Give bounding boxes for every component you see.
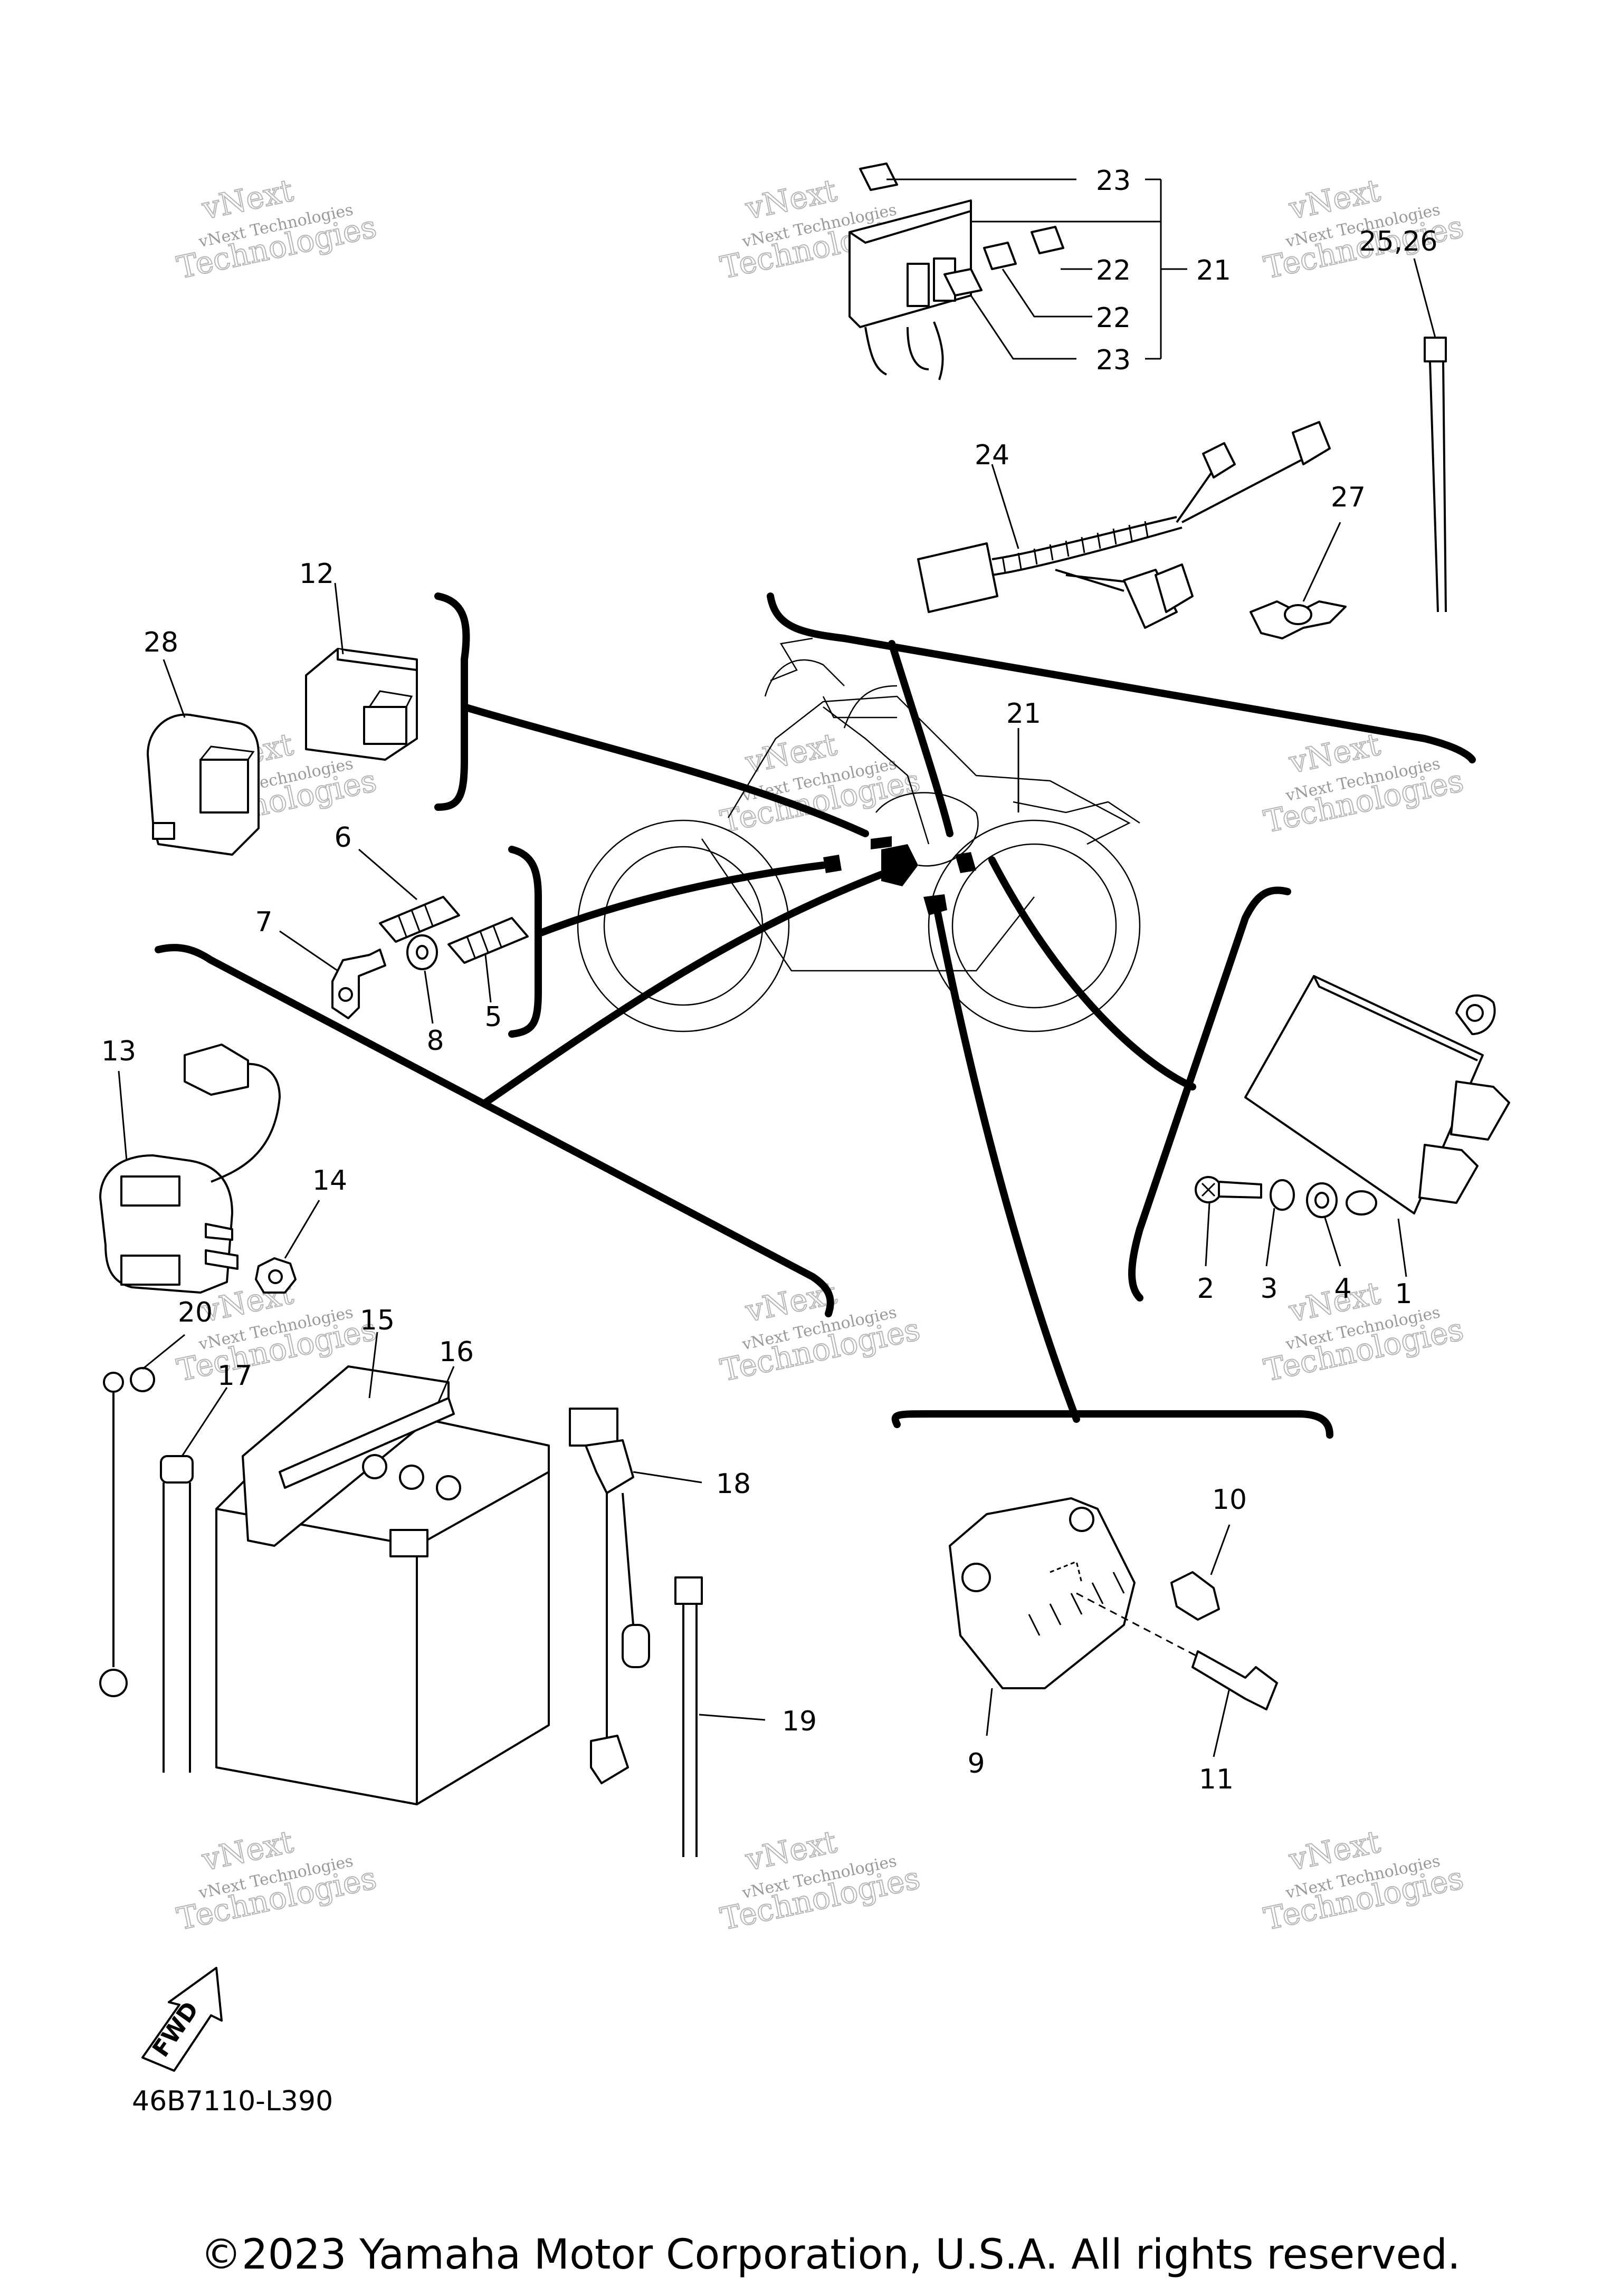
callout-22-lower: 22: [1096, 302, 1131, 334]
watermark: vNext vNext Technologies Technologies: [174, 1823, 380, 1937]
relay-28: [147, 659, 260, 856]
callout-5: 5: [484, 1001, 502, 1033]
bracket-7: [279, 930, 386, 1019]
callout-10: 10: [1212, 1484, 1247, 1516]
battery-15: [215, 1332, 550, 1805]
washer-3: [1265, 1179, 1295, 1267]
callout-20: 20: [178, 1297, 213, 1328]
callout-14: 14: [312, 1165, 347, 1197]
callout-23-lower: 23: [1096, 345, 1131, 376]
callout-24: 24: [975, 439, 1009, 471]
diagram-code: 46B7110-L390: [132, 2085, 333, 2117]
callout-13: 13: [101, 1036, 136, 1067]
callout-18: 18: [716, 1468, 751, 1500]
starter-relay-13: [99, 1044, 281, 1294]
cable-tie-25-26: [1413, 258, 1447, 613]
bolt-11: [1076, 1592, 1278, 1757]
part-location-markers: [823, 836, 976, 915]
watermark: vNext vNext Technologies Technologies: [1261, 171, 1467, 286]
fuse-holder-18: [569, 1408, 702, 1784]
callout-28: 28: [144, 627, 178, 658]
callout-2: 2: [1197, 1273, 1214, 1305]
relay-12: [305, 582, 418, 761]
copyright-notice: ©2023 Yamaha Motor Corporation, U.S.A. A…: [201, 2231, 1461, 2279]
washer-4: [1306, 1182, 1341, 1267]
nut-14: [255, 1200, 320, 1294]
battery-cable-20: [99, 1334, 185, 1697]
clamp-27: [1250, 522, 1347, 639]
callout-22-upper: 22: [1096, 255, 1131, 286]
callout-21-bike: 21: [1006, 698, 1041, 730]
callout-7: 7: [255, 906, 272, 938]
diode-5: [447, 917, 529, 1003]
battery-cable-17: [160, 1387, 228, 1773]
callout-11: 11: [1199, 1764, 1234, 1795]
motorcycle-outline: [577, 637, 1141, 1032]
callout-23-upper: 23: [1096, 165, 1131, 197]
callout-12: 12: [299, 558, 334, 590]
callout-27: 27: [1331, 482, 1366, 513]
group-brackets: [155, 592, 1476, 1439]
callout-16: 16: [439, 1336, 474, 1368]
watermark: vNext vNext Technologies Technologies: [717, 1823, 924, 1937]
diode-6: [358, 848, 460, 943]
callout-19: 19: [782, 1706, 817, 1737]
fuse-box-callout-lines: [886, 178, 1187, 360]
callout-labels: 1 2 3 4 5 6 7 8 9 10 11 12 13 14 15 16 1…: [101, 165, 1438, 1795]
watermark: vNext vNext Technologies Technologies: [1261, 1274, 1467, 1389]
bolt-10: [1170, 1524, 1231, 1621]
callout-8: 8: [426, 1025, 444, 1057]
rectifier-9: [949, 1497, 1136, 1736]
callout-15: 15: [360, 1305, 395, 1336]
callout-4: 4: [1334, 1273, 1351, 1305]
group-leader-lines: [461, 640, 1196, 1423]
callout-3: 3: [1260, 1273, 1277, 1305]
callout-25-26: 25,26: [1359, 226, 1438, 257]
watermark: vNext vNext Technologies Technologies: [717, 725, 924, 840]
wire-harness-24: [917, 421, 1331, 629]
bolt-2: [1195, 1176, 1262, 1267]
battery-band-16: [279, 1366, 455, 1489]
callout-1: 1: [1395, 1278, 1412, 1310]
fuse-box-21: [848, 162, 1064, 380]
watermark: vNext vNext Technologies Technologies: [174, 171, 380, 286]
callout-21-top: 21: [1196, 255, 1231, 286]
cable-tie-19: [674, 1576, 766, 1857]
fwd-arrow-icon: FWD: [141, 1967, 223, 2072]
callout-9: 9: [967, 1748, 985, 1780]
callout-17: 17: [217, 1360, 252, 1392]
callout-6: 6: [334, 822, 351, 854]
washer-8: [406, 934, 438, 1024]
ecu-1: [1244, 975, 1510, 1277]
watermark: vNext vNext Technologies Technologies: [1261, 1823, 1467, 1937]
